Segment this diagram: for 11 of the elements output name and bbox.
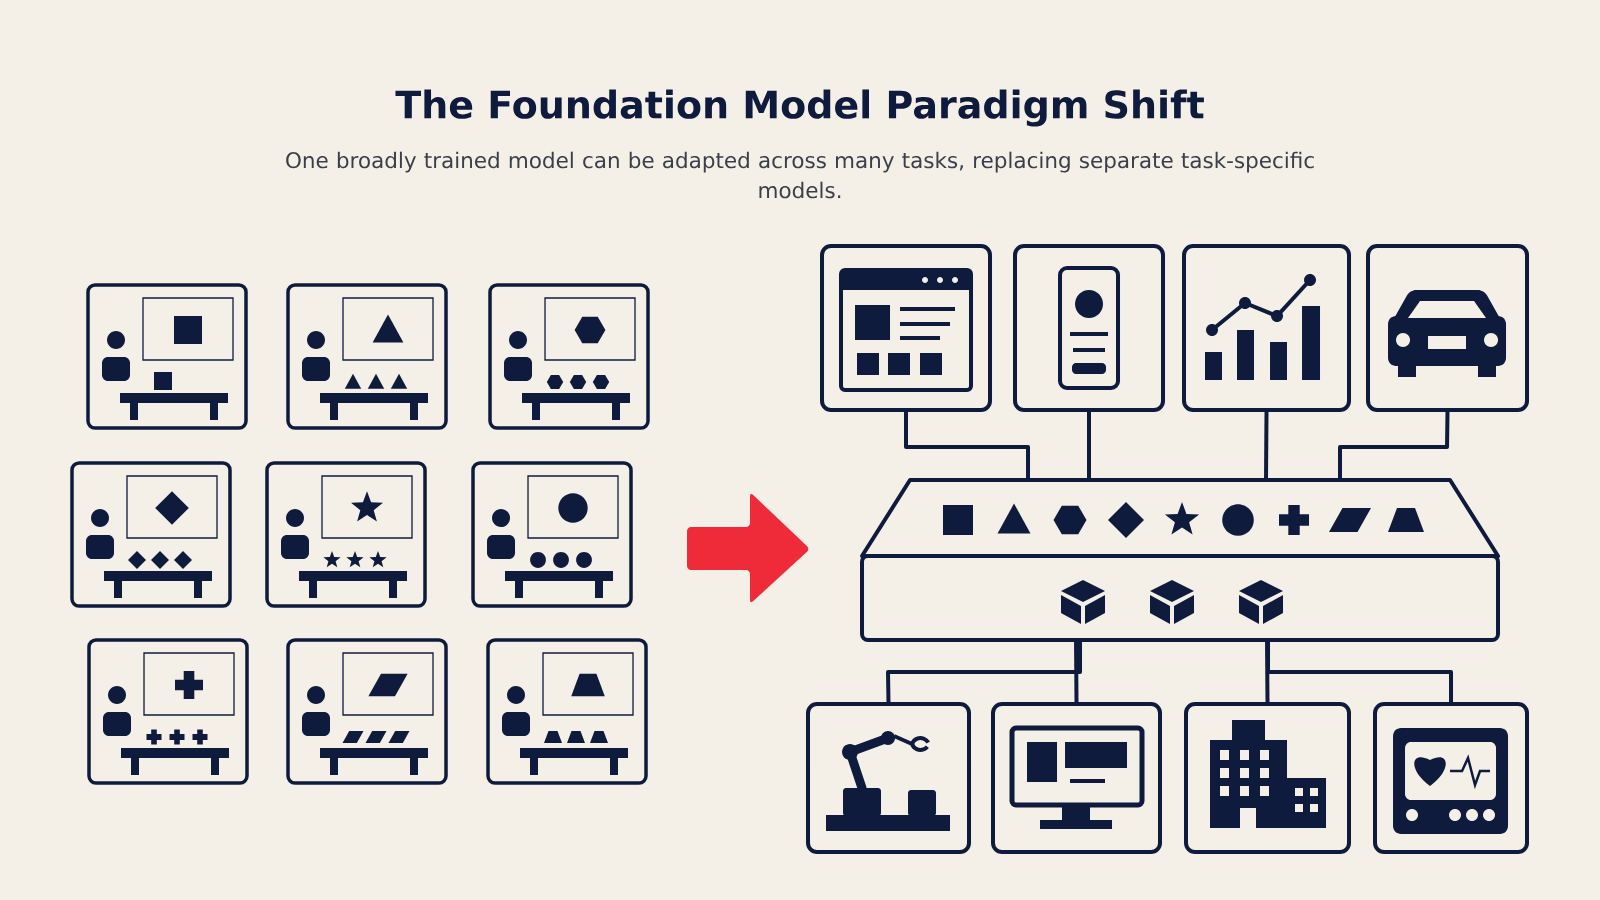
task-panel (1366, 244, 1529, 412)
task-panel (820, 244, 992, 412)
task-panel (1184, 702, 1351, 854)
task-panel (991, 702, 1162, 854)
title: The Foundation Model Paradigm Shift (395, 89, 1204, 127)
task-panel (1182, 244, 1351, 412)
task-panel (1013, 244, 1165, 412)
foundation-model-drawing (860, 478, 1500, 642)
task-panel (806, 702, 971, 854)
subtitle: One broadly trained model can be adapted across many tasks, replacing separate task-specific models. (286, 151, 1314, 199)
task-panel (1373, 702, 1529, 854)
